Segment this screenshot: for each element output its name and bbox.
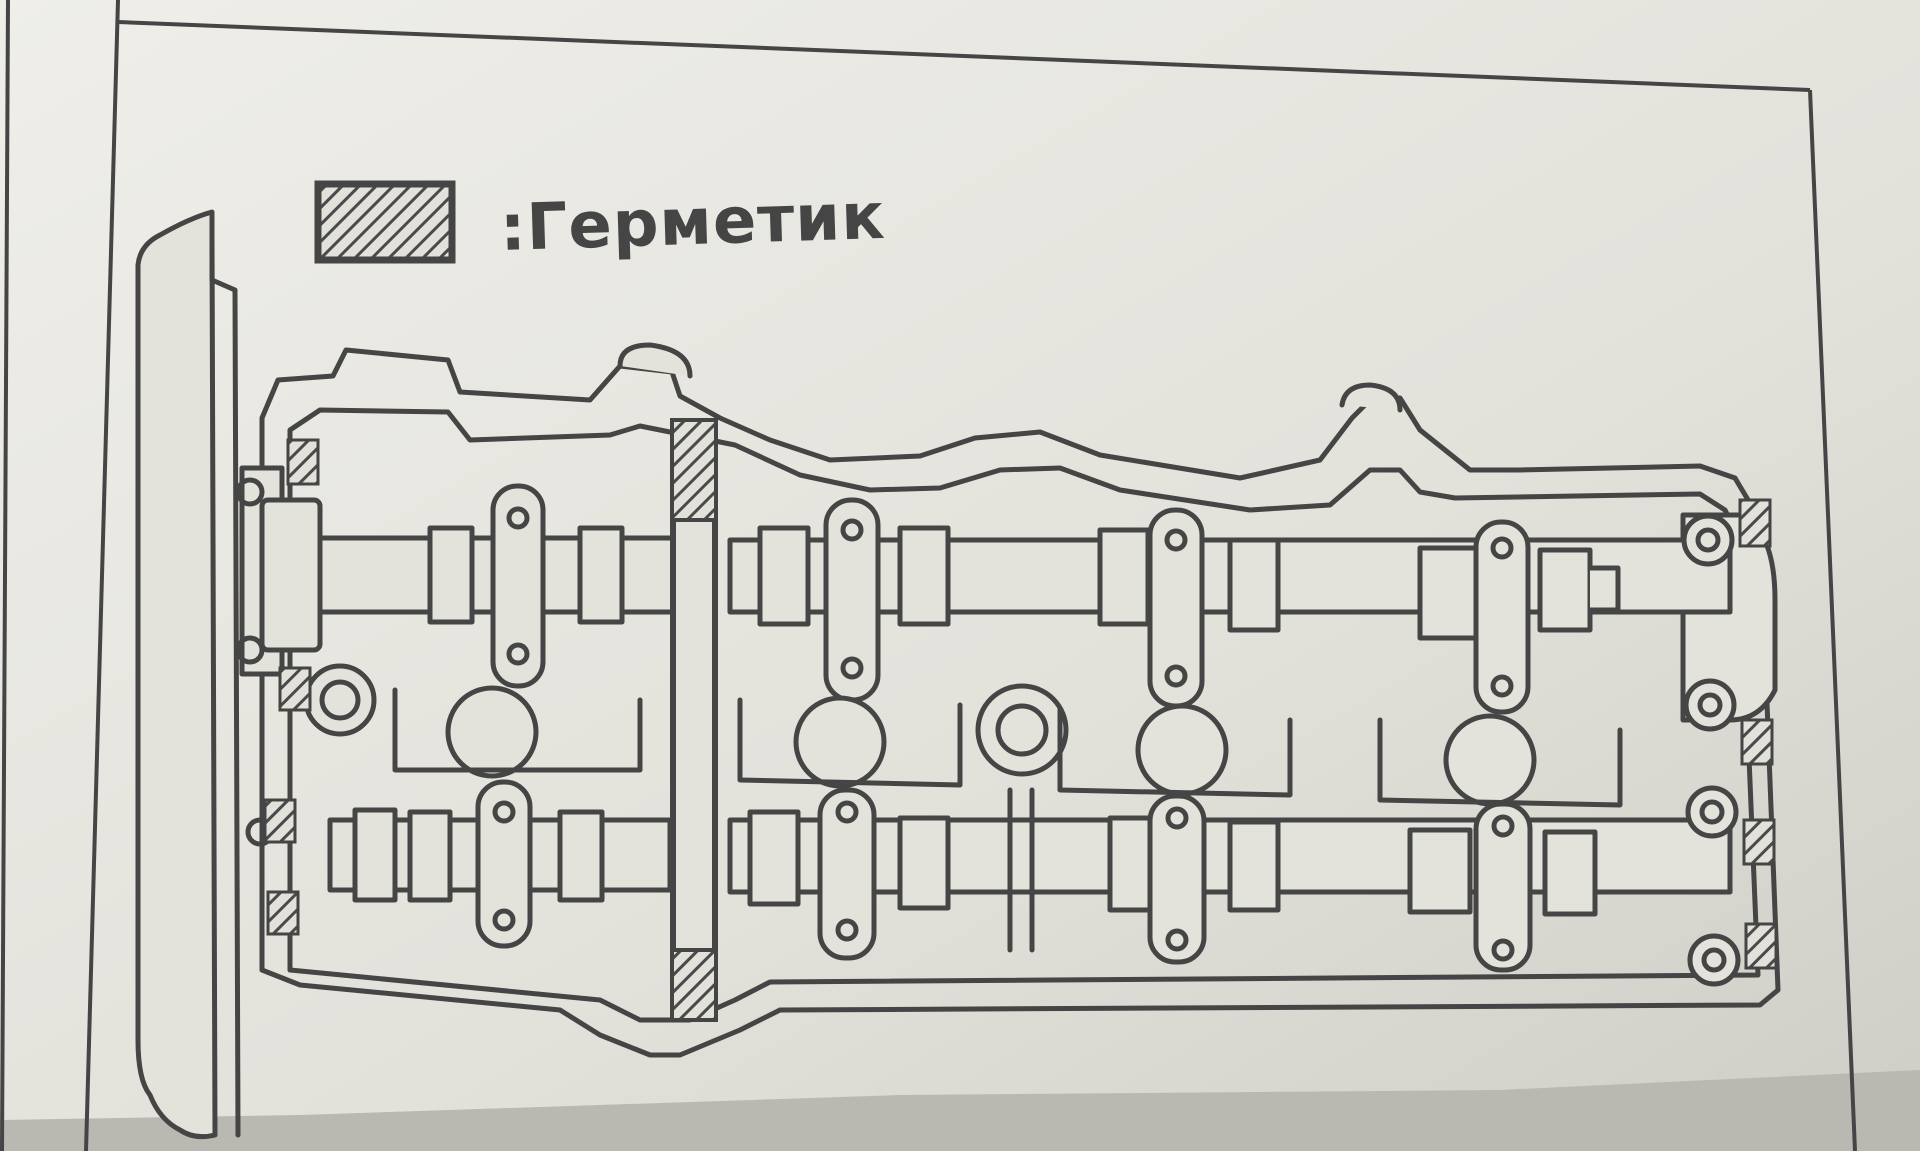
legend-label: :Герметик bbox=[499, 180, 887, 266]
sealant-swatch-icon bbox=[314, 180, 456, 264]
page-frame bbox=[0, 0, 1857, 1151]
lower-bearing-caps bbox=[475, 779, 1533, 973]
upper-camshaft bbox=[317, 525, 1733, 641]
spark-plug-holes bbox=[303, 663, 1537, 807]
upper-bearing-caps bbox=[490, 483, 1531, 715]
cam-end-slot-icon bbox=[1587, 565, 1621, 613]
sealant-areas bbox=[263, 418, 1778, 1022]
cover-inner-outline bbox=[287, 407, 1761, 1023]
gasket-strip bbox=[135, 209, 218, 1140]
left-end-cap bbox=[259, 497, 323, 653]
internal-ribs bbox=[392, 687, 1623, 953]
legend-sealant-text: Герметик bbox=[525, 179, 887, 266]
top-boss-left bbox=[617, 342, 693, 379]
cover-outline bbox=[259, 347, 1781, 1058]
gasket-strip-edge bbox=[209, 237, 241, 1138]
right-side-bolts bbox=[1681, 513, 1741, 987]
top-boss-right bbox=[1339, 382, 1403, 413]
legend-separator: : bbox=[498, 191, 528, 266]
